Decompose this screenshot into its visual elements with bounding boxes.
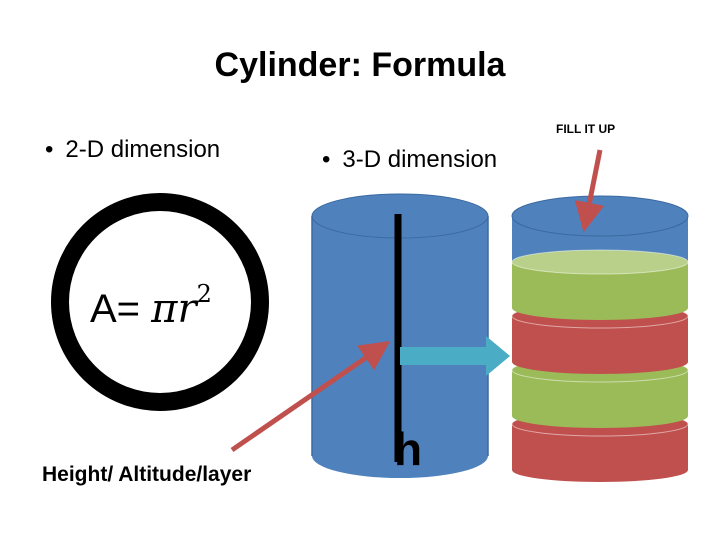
bullet-2d-dimension: • 2-D dimension xyxy=(45,136,220,164)
circle-2d xyxy=(51,193,269,411)
height-altitude-layer-label: Height/ Altitude/layer xyxy=(42,463,252,486)
slide-title: Cylinder: Formula xyxy=(214,46,506,84)
cylinder-top xyxy=(511,195,689,237)
layer-stack xyxy=(511,249,689,482)
formula-prefix: A= xyxy=(90,287,141,331)
radius-arrow xyxy=(400,336,510,376)
height-pointer-arrow xyxy=(230,340,391,453)
bullet-2d-label: 2-D dimension xyxy=(65,136,221,163)
bullet-3d-dimension: • 3-D dimension xyxy=(322,146,497,174)
formula-expression: πr2 xyxy=(151,280,212,332)
bullet-marker: • xyxy=(322,146,331,173)
bullet-3d-label: 3-D dimension xyxy=(342,146,498,173)
bullet-marker: • xyxy=(45,136,54,163)
fill-it-up-label: FILL IT UP xyxy=(556,122,616,136)
layer-green xyxy=(511,249,689,320)
fill-pointer-arrow xyxy=(574,149,605,233)
area-formula: A= πr2 xyxy=(90,280,212,332)
height-symbol: h xyxy=(394,423,423,475)
